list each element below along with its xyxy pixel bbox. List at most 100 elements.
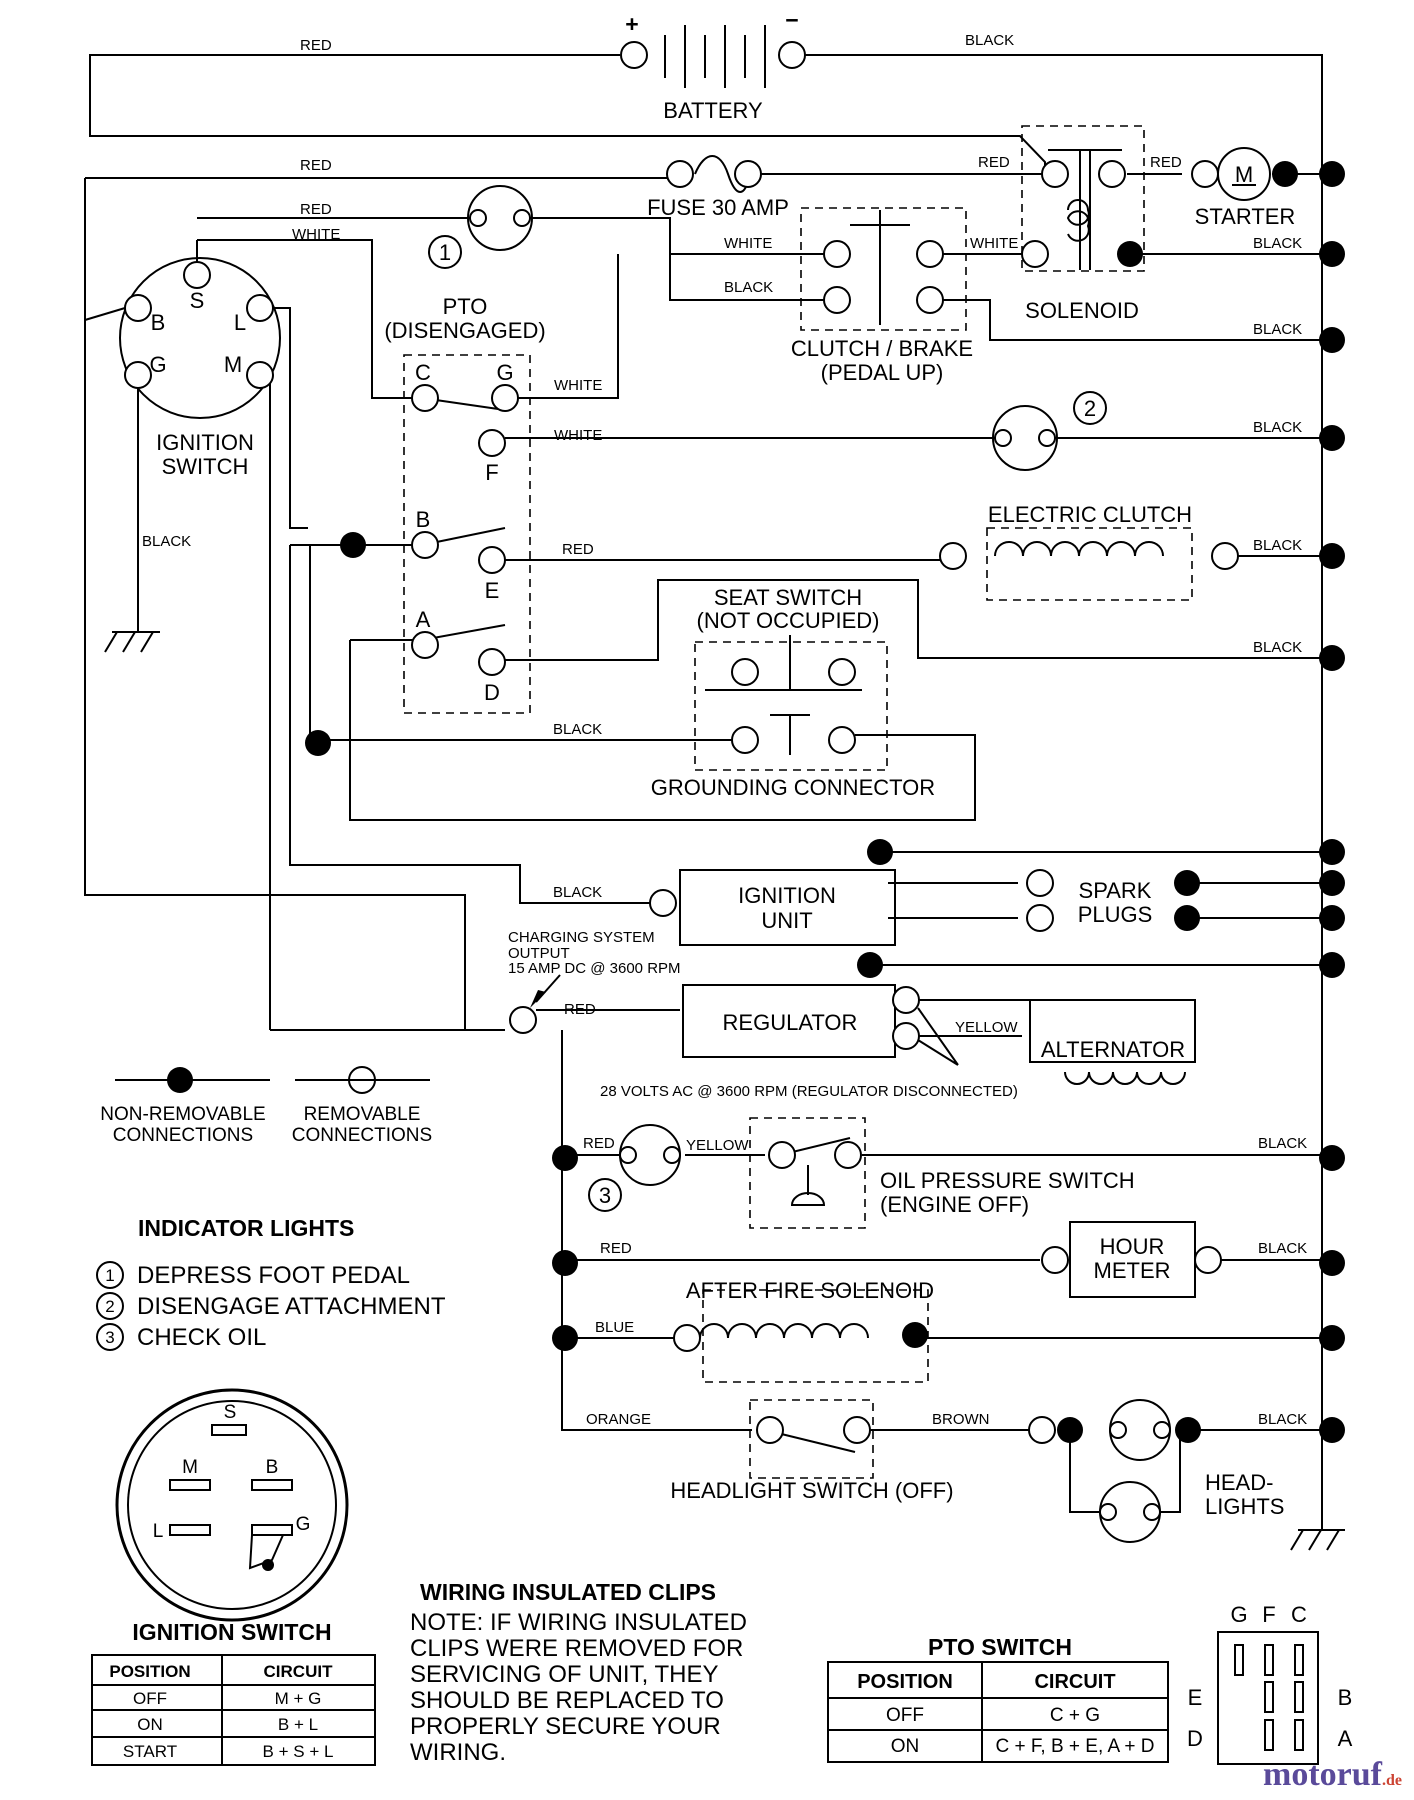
legend-non-removable-2: CONNECTIONS (113, 1125, 253, 1146)
wire-red: RED (583, 1135, 615, 1152)
wire-black: BLACK (1258, 1240, 1307, 1257)
seat-switch-label: SEAT SWITCH (714, 585, 862, 610)
indicator-lights-list: INDICATOR LIGHTS 1 DEPRESS FOOT PEDAL 2 … (96, 1215, 446, 1351)
indicator-light-1-label: DEPRESS FOOT PEDAL (137, 1262, 410, 1289)
pto-state: (DISENGAGED) (384, 318, 545, 343)
indicator-lights-title: INDICATOR LIGHTS (138, 1215, 354, 1241)
battery-symbol (620, 25, 806, 88)
spark-plugs-label-2: PLUGS (1078, 902, 1153, 927)
clutch-brake-label: CLUTCH / BRAKE (791, 336, 973, 361)
wire-white: WHITE (554, 377, 602, 394)
pto-table: PTO SWITCH POSITION CIRCUIT OFF C + G ON… (827, 1634, 1169, 1763)
wire-red: RED (978, 154, 1010, 171)
solenoid-coil (1066, 199, 1090, 242)
watermark: motoruf.de (1263, 1756, 1402, 1794)
pto-terminal-e: E (485, 578, 500, 603)
terminal-s: S (190, 288, 205, 313)
note-title: WIRING INSULATED CLIPS (420, 1579, 716, 1605)
arrows (530, 974, 959, 1066)
electric-clutch-coil (994, 541, 1164, 557)
wires (84, 54, 1345, 1551)
ignition-switch-label-2: SWITCH (162, 454, 249, 479)
svg-text:C + F, B + E, A + D: C + F, B + E, A + D (996, 1736, 1155, 1757)
seat-switch-state: (NOT OCCUPIED) (697, 608, 880, 633)
legend-non-removable-1: NON-REMOVABLE (100, 1104, 265, 1125)
wire-red: RED (562, 541, 594, 558)
hour-meter-label: HOUR (1100, 1234, 1165, 1259)
wire-black: BLACK (142, 533, 191, 550)
indicator-light-2-label: DISENGAGE ATTACHMENT (137, 1293, 446, 1320)
wire-red: RED (300, 157, 332, 174)
ignition-table-title: IGNITION SWITCH (132, 1619, 331, 1645)
svg-text:G: G (296, 1514, 311, 1535)
headlight-switch-label: HEADLIGHT SWITCH (OFF) (670, 1478, 953, 1503)
svg-text:M: M (182, 1457, 198, 1478)
regulator-label: REGULATOR (723, 1010, 858, 1035)
wire-white: WHITE (554, 427, 602, 444)
battery-label: BATTERY (663, 98, 763, 123)
terminal-m: M (224, 352, 242, 377)
terminal-letters: S B L G M C G F B E A D (149, 288, 513, 705)
wire-black: BLACK (1253, 235, 1302, 252)
svg-text:F: F (1262, 1602, 1275, 1627)
electric-clutch-label: ELECTRIC CLUTCH (988, 502, 1192, 527)
svg-text:G: G (1230, 1602, 1247, 1627)
wire-black: BLACK (724, 279, 773, 296)
fuse-label: FUSE 30 AMP (647, 195, 789, 220)
svg-text:B + S + L: B + S + L (263, 1742, 334, 1761)
pto-terminal-a: A (416, 607, 431, 632)
battery-plus: + (625, 11, 638, 37)
svg-text:B: B (1338, 1685, 1353, 1710)
svg-text:3: 3 (599, 1183, 611, 1208)
wire-brown: BROWN (932, 1411, 990, 1428)
pto-connector: G F C E D B A (1187, 1602, 1353, 1765)
indicator-numbers: 1 2 3 (428, 235, 1107, 1212)
wire-red: RED (600, 1240, 632, 1257)
removable-connections (124, 160, 1239, 1444)
after-fire-coil (699, 1323, 869, 1339)
svg-text:B: B (266, 1457, 279, 1478)
charging-output-label-3: 15 AMP DC @ 3600 RPM (508, 960, 681, 977)
ignition-switch-label: IGNITION (156, 430, 254, 455)
indicator-lamps (467, 185, 1171, 1543)
note-line-5: PROPERLY SECURE YOUR (410, 1713, 721, 1740)
non-removable-connections (167, 161, 1345, 1443)
svg-text:OFF: OFF (886, 1705, 924, 1726)
pto-terminal-g: G (496, 360, 513, 385)
watermark-suffix: .de (1382, 1772, 1402, 1789)
svg-text:C + G: C + G (1050, 1705, 1100, 1726)
pto-table-title: PTO SWITCH (928, 1634, 1072, 1660)
svg-text:CIRCUIT: CIRCUIT (1034, 1671, 1115, 1693)
note-line-4: SHOULD BE REPLACED TO (410, 1687, 724, 1714)
charging-output-label-1: CHARGING SYSTEM (508, 929, 655, 946)
legend-removable-1: REMOVABLE (304, 1104, 421, 1125)
svg-text:L: L (153, 1521, 164, 1542)
starter-label: STARTER (1195, 204, 1296, 229)
wire-black: BLACK (1253, 419, 1302, 436)
wire-red: RED (1150, 154, 1182, 171)
ignition-unit-label: IGNITION (738, 883, 836, 908)
svg-text:D: D (1187, 1726, 1203, 1751)
battery-minus: − (785, 7, 798, 33)
wire-yellow: YELLOW (686, 1137, 749, 1154)
note-line-6: WIRING. (410, 1739, 506, 1766)
wire-yellow: YELLOW (955, 1019, 1018, 1036)
charging-output-label-2: OUTPUT (508, 945, 570, 962)
wire-red: RED (564, 1001, 596, 1018)
terminal-l: L (234, 310, 246, 335)
fuse-symbol (694, 155, 751, 193)
ignition-unit-label-2: UNIT (761, 908, 812, 933)
wiring-note: WIRING INSULATED CLIPS NOTE: IF WIRING I… (410, 1579, 747, 1766)
ignition-table: IGNITION SWITCH POSITION CIRCUIT OFF M +… (91, 1619, 376, 1766)
oil-pressure-label: OIL PRESSURE SWITCH (880, 1168, 1135, 1193)
wire-black: BLACK (1258, 1411, 1307, 1428)
alternator-label: ALTERNATOR (1041, 1037, 1185, 1062)
pto-label: PTO (443, 294, 488, 319)
after-fire-label: AFTER FIRE SOLENOID (686, 1278, 934, 1303)
wire-black: BLACK (1253, 321, 1302, 338)
wire-white: WHITE (292, 226, 340, 243)
svg-text:2: 2 (105, 1297, 114, 1316)
svg-text:POSITION: POSITION (109, 1662, 190, 1681)
wire-orange: ORANGE (586, 1411, 651, 1428)
